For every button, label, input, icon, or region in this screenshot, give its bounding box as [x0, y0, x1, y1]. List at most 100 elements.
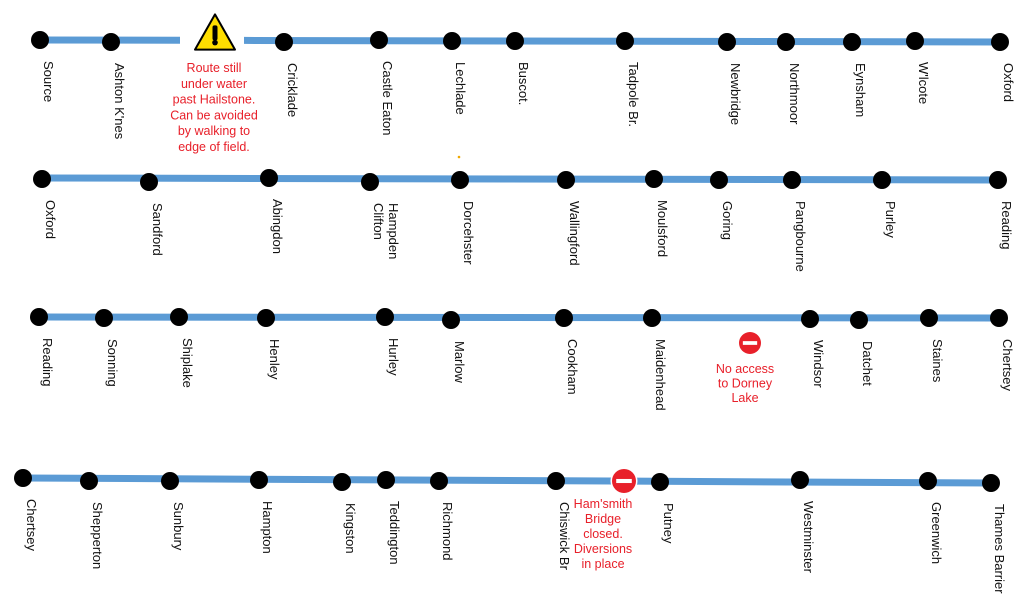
- station-label-westminster: Westminster: [801, 501, 816, 574]
- station-label-dorcehster: Dorcehster: [461, 201, 476, 265]
- station-dot-hampton: [250, 471, 268, 489]
- station-label-sunbury: Sunbury: [171, 502, 186, 551]
- station-label-abingdon: Abingdon: [270, 199, 285, 254]
- station-label-ashton-k-nes: Ashton K'nes: [112, 63, 127, 140]
- station-label-chiswick-br: Chiswick Br: [557, 502, 572, 571]
- station-label-chertsey: Chertsey: [1000, 339, 1015, 392]
- station-dot-sonning: [95, 309, 113, 327]
- station-dot-thames-barrier: [982, 474, 1000, 492]
- station-dot-northmoor: [777, 33, 795, 51]
- no-entry-icon: [610, 467, 638, 495]
- station-label-putney: Putney: [661, 503, 676, 544]
- station-dot-greenwich: [919, 472, 937, 490]
- station-label-goring: Goring: [720, 201, 735, 240]
- station-label-sonning: Sonning: [105, 339, 120, 387]
- station-label-moulsford: Moulsford: [655, 200, 670, 257]
- station-label-sandford: Sandford: [150, 203, 165, 256]
- station-dot-abingdon: [260, 169, 278, 187]
- station-label-lechlade: Lechlade: [453, 62, 468, 115]
- station-dot-castle-eaton: [370, 31, 388, 49]
- station-label-oxford: Oxford: [43, 200, 58, 239]
- station-label-reading: Reading: [999, 201, 1014, 249]
- route-row-4: Chertsey Shepperton Sunbury Hampton Kingston…: [14, 469, 1007, 594]
- station-dot-richmond: [430, 472, 448, 490]
- station-label-wallingford: Wallingford: [567, 201, 582, 266]
- station-dot-maidenhead: [643, 309, 661, 327]
- station-dot-sunbury: [161, 472, 179, 490]
- station-label-w-lcote: W'lcote: [916, 62, 931, 104]
- station-dot-reading: [989, 171, 1007, 189]
- station-dot-kingston: [333, 473, 351, 491]
- station-dot-chertsey: [14, 469, 32, 487]
- stray-mark: [457, 155, 461, 159]
- station-label-chertsey: Chertsey: [24, 499, 39, 552]
- no-entry-icon: [737, 330, 763, 356]
- station-label-reading: Reading: [40, 338, 55, 386]
- station-dot-buscot: [506, 32, 524, 50]
- station-dot-purley: [873, 171, 891, 189]
- station-dot-sandford: [140, 173, 158, 191]
- station-label-thames-barrier: Thames Barrier: [992, 504, 1007, 594]
- station-dot-putney: [651, 473, 669, 491]
- station-label-hurley: Hurley: [386, 338, 401, 376]
- route-line-segment: [22, 474, 992, 487]
- station-label-staines: Staines: [930, 339, 945, 383]
- station-label-shiplake: Shiplake: [180, 338, 195, 388]
- station-dot-w-lcote: [906, 32, 924, 50]
- station-label-clifton-hampden: CliftonHampden: [371, 203, 401, 259]
- station-dot-teddington: [377, 471, 395, 489]
- route-line-segment: [38, 313, 1000, 322]
- station-dot-chertsey: [990, 309, 1008, 327]
- station-dot-oxford: [33, 170, 51, 188]
- warning-triangle-icon: [189, 10, 241, 54]
- station-dot-clifton-hampden: [361, 173, 379, 191]
- station-dot-cricklade: [275, 33, 293, 51]
- station-label-shepperton: Shepperton: [90, 502, 105, 569]
- station-dot-hurley: [376, 308, 394, 326]
- station-label-teddington: Teddington: [387, 501, 402, 565]
- station-dot-westminster: [791, 471, 809, 489]
- station-dot-oxford: [991, 33, 1009, 51]
- route-line-segment: [41, 174, 999, 184]
- station-label-richmond: Richmond: [440, 502, 455, 561]
- station-dot-staines: [920, 309, 938, 327]
- station-dot-cookham: [555, 309, 573, 327]
- station-dot-reading: [30, 308, 48, 326]
- station-dot-newbridge: [718, 33, 736, 51]
- station-label-buscot: Buscot.: [516, 62, 531, 105]
- station-dot-dorcehster: [451, 171, 469, 189]
- station-label-pangbourne: Pangbourne: [793, 201, 808, 272]
- station-dot-tadpole-br: [616, 32, 634, 50]
- station-dot-henley: [257, 309, 275, 327]
- station-label-oxford: Oxford: [1001, 63, 1016, 102]
- station-dot-ashton-k-nes: [102, 33, 120, 51]
- station-label-cookham: Cookham: [565, 339, 580, 395]
- route-row-2: Oxford Sandford Abingdon CliftonHampden Dorc…: [33, 169, 1014, 272]
- station-label-cricklade: Cricklade: [285, 63, 300, 117]
- station-dot-source: [31, 31, 49, 49]
- station-label-kingston: Kingston: [343, 503, 358, 554]
- station-dot-lechlade: [443, 32, 461, 50]
- station-label-greenwich: Greenwich: [929, 502, 944, 564]
- station-dot-marlow: [442, 311, 460, 329]
- station-dot-moulsford: [645, 170, 663, 188]
- station-dot-chiswick-br: [547, 472, 565, 490]
- station-label-castle-eaton: Castle Eaton: [380, 61, 395, 135]
- station-dot-windsor: [801, 310, 819, 328]
- station-label-hampton: Hampton: [260, 501, 275, 554]
- station-label-datchet: Datchet: [860, 341, 875, 386]
- station-label-eynsham: Eynsham: [853, 63, 868, 117]
- station-label-marlow: Marlow: [452, 341, 467, 384]
- station-dot-shiplake: [170, 308, 188, 326]
- station-dot-goring: [710, 171, 728, 189]
- station-label-purley: Purley: [883, 201, 898, 238]
